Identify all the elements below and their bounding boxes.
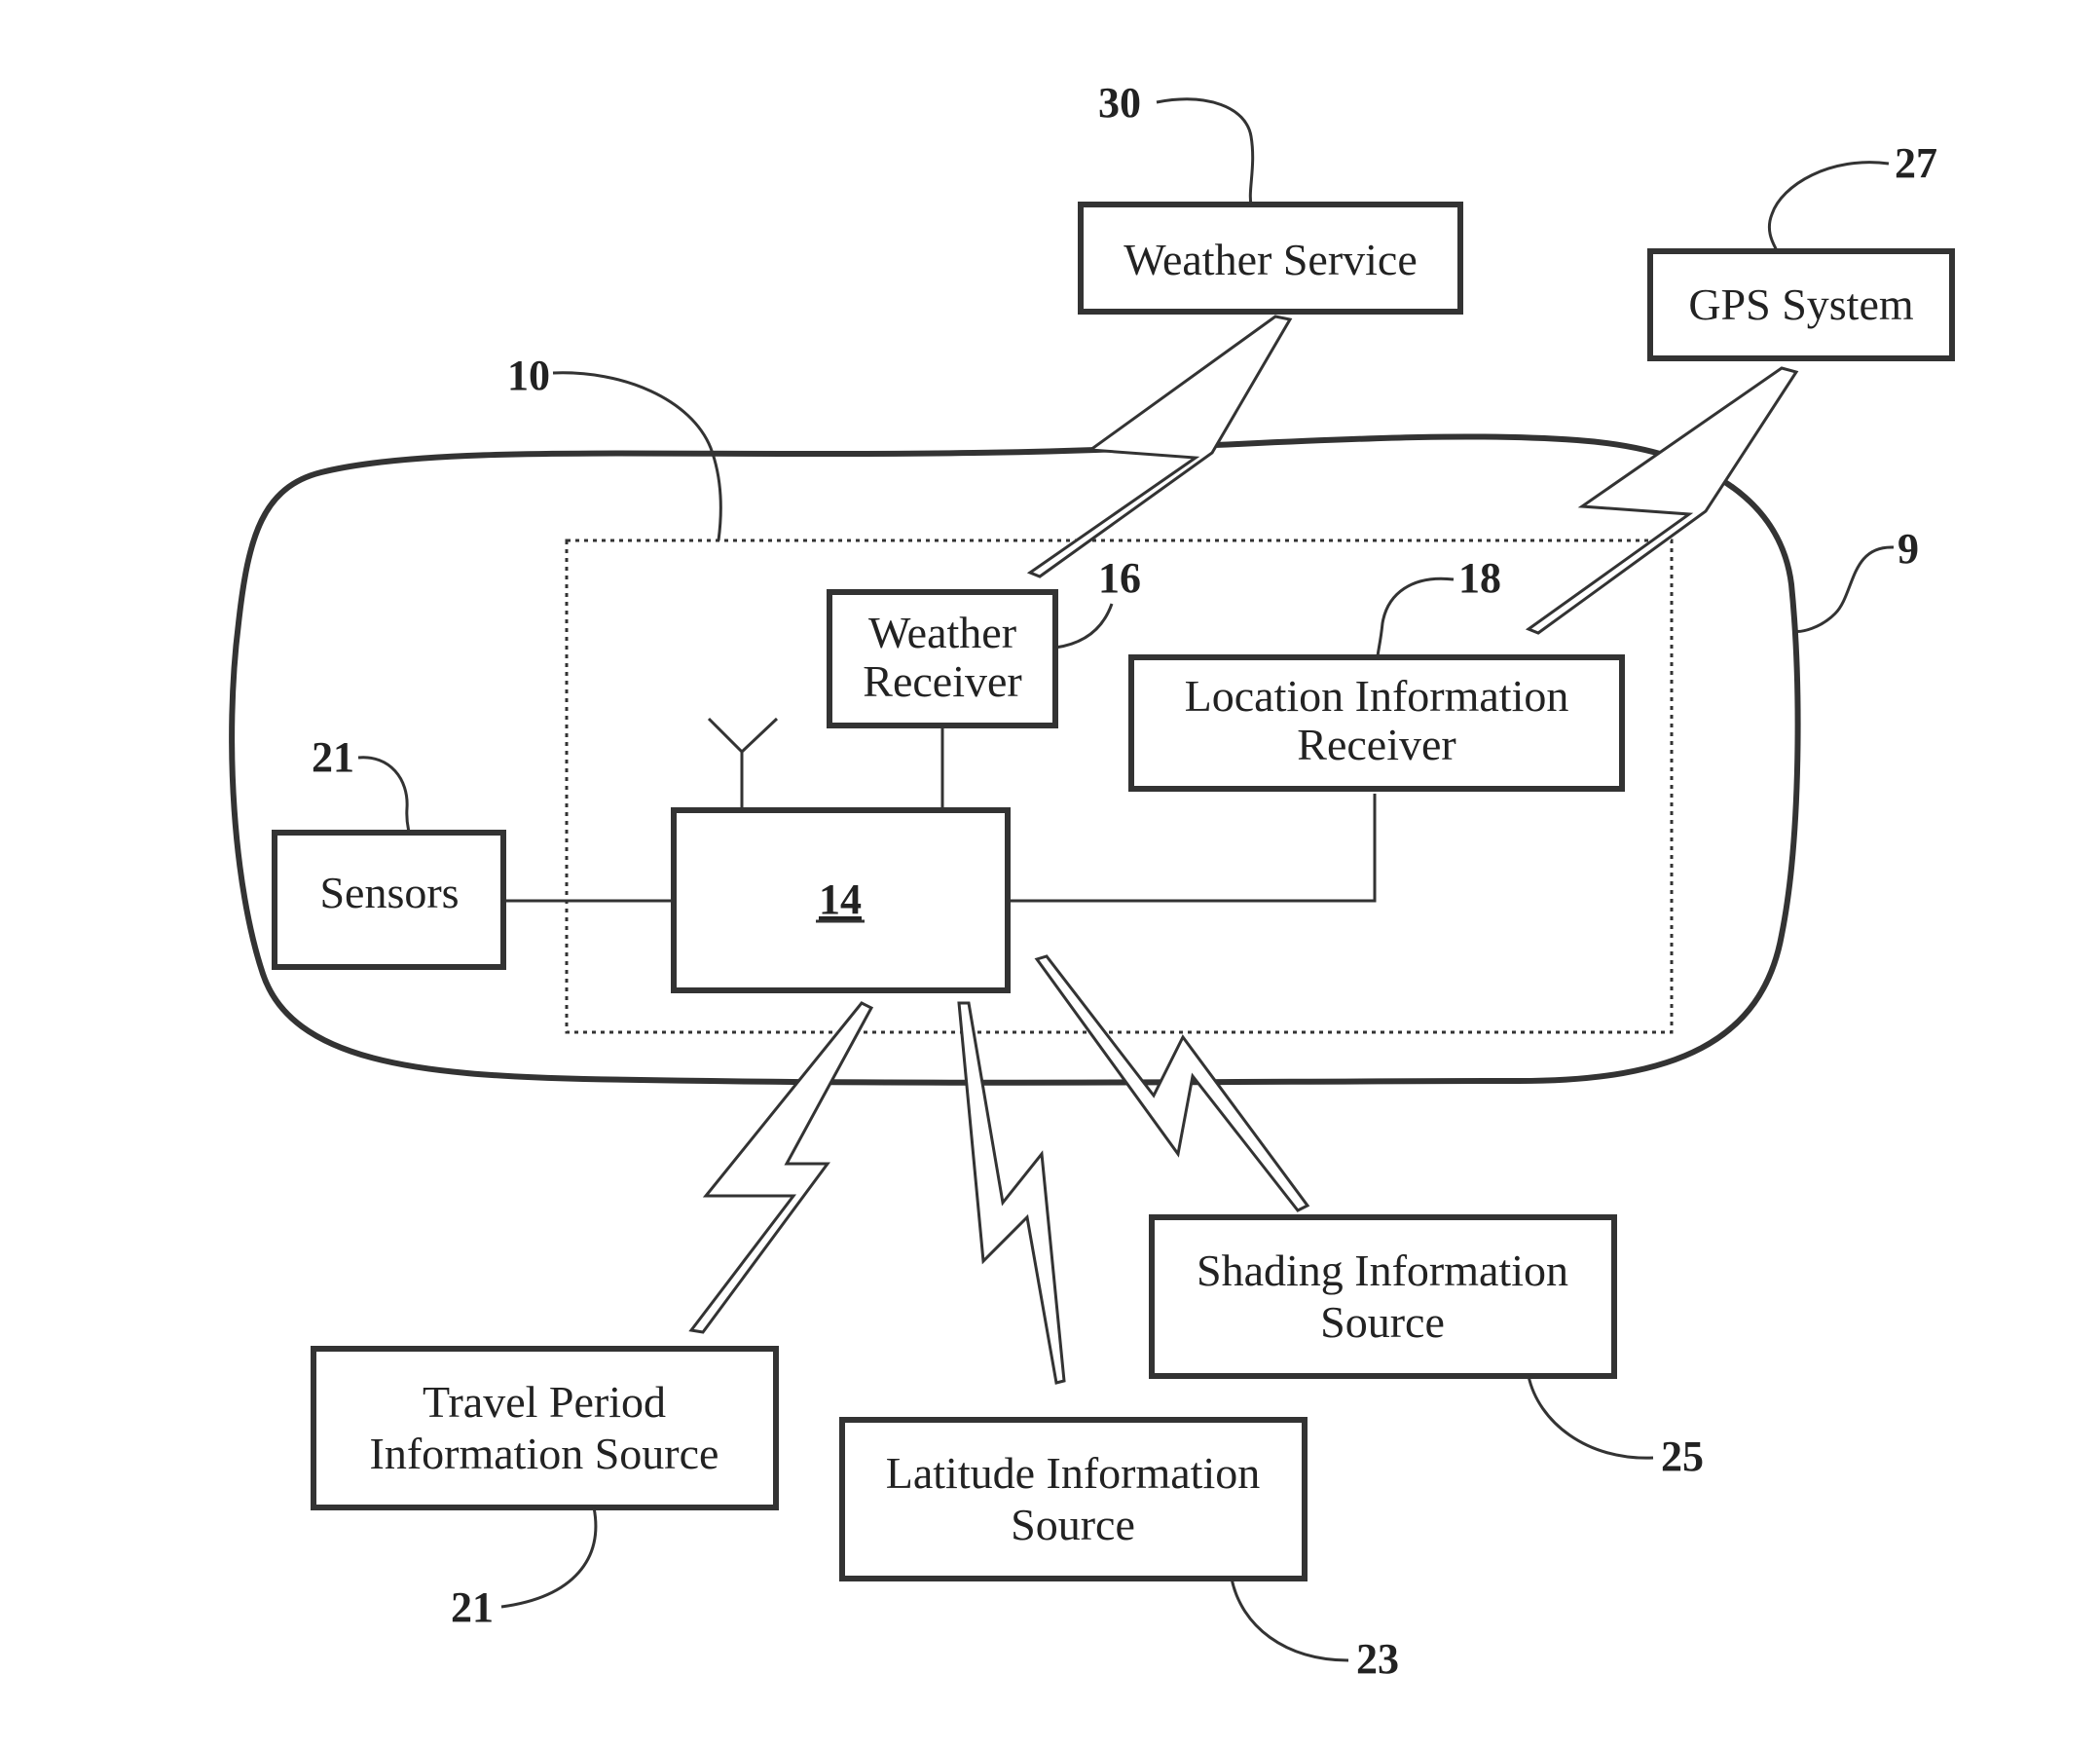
- travel-period-source-leader: [501, 1507, 596, 1607]
- ref-location-receiver: 18: [1458, 554, 1501, 602]
- ref-vehicle: 9: [1897, 525, 1919, 573]
- location-receiver-label-line2: Receiver: [1297, 720, 1455, 769]
- ref-shading-source: 25: [1661, 1432, 1704, 1480]
- latitude-link-bolt-icon: [959, 1003, 1064, 1383]
- travel-period-source-label-line2: Information Source: [370, 1429, 719, 1478]
- weather-receiver-label-line1: Weather: [868, 608, 1016, 657]
- location-to-controller-line: [1008, 794, 1375, 901]
- weather-receiver-leader: [1055, 604, 1112, 648]
- weather-link-bolt-icon: [1030, 316, 1290, 576]
- weather-service-leader: [1157, 99, 1253, 205]
- latitude-source-label-line1: Latitude Information: [886, 1448, 1261, 1498]
- travel-period-link-bolt-icon: [691, 1003, 871, 1332]
- ref-latitude-source: 23: [1356, 1635, 1399, 1683]
- ref-weather-service: 30: [1098, 79, 1141, 127]
- sensors-label: Sensors: [319, 868, 459, 917]
- shading-source-label-line2: Source: [1320, 1297, 1445, 1347]
- weather-service-label: Weather Service: [1124, 235, 1418, 284]
- sensors-leader: [358, 758, 409, 833]
- antenna-icon: [709, 719, 777, 810]
- gps-link-bolt-icon: [1529, 368, 1796, 633]
- latitude-source-label-line2: Source: [1011, 1500, 1135, 1549]
- location-receiver-label-line1: Location Information: [1185, 671, 1569, 721]
- controller-label: 14: [819, 875, 862, 923]
- ref-travel-period-source: 21: [451, 1583, 494, 1631]
- ref-gps-system: 27: [1895, 139, 1937, 187]
- ref-system: 10: [507, 352, 550, 399]
- travel-period-source-label-line1: Travel Period: [423, 1377, 666, 1427]
- weather-receiver-label-line2: Receiver: [863, 656, 1021, 706]
- shading-source-label-line1: Shading Information: [1197, 1246, 1568, 1295]
- location-receiver-leader: [1378, 578, 1454, 657]
- ref-weather-receiver: 16: [1098, 554, 1141, 602]
- latitude-source-leader: [1232, 1579, 1348, 1660]
- shading-source-leader: [1529, 1376, 1653, 1458]
- ref-sensors: 21: [312, 733, 354, 781]
- gps-system-label: GPS System: [1688, 279, 1914, 329]
- system-leader: [553, 373, 720, 540]
- vehicle-leader: [1793, 547, 1894, 631]
- gps-system-leader: [1769, 163, 1889, 251]
